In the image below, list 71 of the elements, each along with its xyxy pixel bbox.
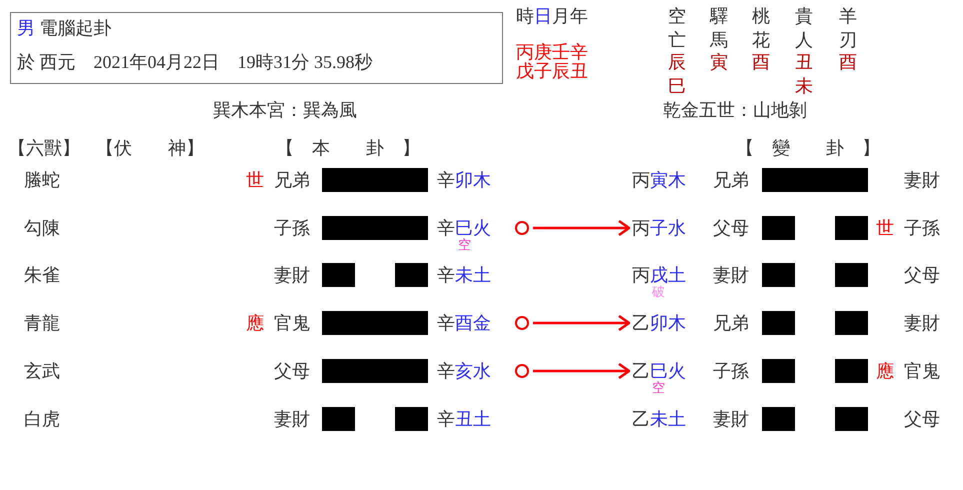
date-time-text: 於 西元 2021年04月22日 19時31分 35.98秒 bbox=[17, 51, 372, 73]
broken-mark: 破 bbox=[652, 285, 665, 299]
column-header: 【六獸】 bbox=[8, 137, 80, 159]
branch-label: 辛未土 bbox=[437, 264, 491, 286]
spirit-value: 辰巳 bbox=[668, 51, 687, 98]
beast-name: 玄武 bbox=[24, 360, 60, 382]
arrow bbox=[533, 362, 630, 380]
arrow bbox=[533, 314, 630, 332]
response-mark: 應 bbox=[246, 312, 264, 334]
spirit-header: 羊刃 bbox=[839, 5, 858, 52]
palace-title: 乾金五世：山地剝 bbox=[663, 99, 807, 121]
spirit-value: 酉 bbox=[839, 51, 858, 74]
spirit-header: 貴人 bbox=[795, 5, 814, 52]
moving-line-circle bbox=[515, 221, 529, 235]
relative-label: 妻財 bbox=[274, 408, 310, 430]
relative-label: 妻財 bbox=[904, 169, 940, 191]
relative-label: 子孫 bbox=[713, 360, 749, 382]
response-mark: 應 bbox=[876, 360, 894, 382]
column-header: 【 本 卦 】 bbox=[276, 137, 420, 159]
relative-label: 妻財 bbox=[904, 312, 940, 334]
spirit-value: 丑未 bbox=[795, 51, 814, 98]
world-mark: 世 bbox=[876, 217, 894, 239]
beast-name: 朱雀 bbox=[24, 264, 60, 286]
relative-label: 父母 bbox=[904, 408, 940, 430]
relative-label: 子孫 bbox=[274, 217, 310, 239]
relative-label: 兄弟 bbox=[713, 312, 749, 334]
branch-label: 丙寅木 bbox=[632, 169, 686, 191]
beast-name: 勾陳 bbox=[24, 217, 60, 239]
branch-label: 辛巳火 bbox=[437, 217, 491, 238]
relative-label: 父母 bbox=[904, 264, 940, 286]
beast-name: 白虎 bbox=[24, 408, 60, 430]
arrow bbox=[533, 220, 630, 236]
spirit-header: 空亡 bbox=[668, 5, 687, 52]
branch-label: 辛卯木 bbox=[437, 169, 491, 191]
moving-line-circle bbox=[515, 316, 529, 330]
branch-row-text: 戊子辰丑 bbox=[516, 60, 588, 82]
spirit-value: 寅 bbox=[710, 51, 729, 74]
branch-label: 辛亥水 bbox=[437, 360, 491, 382]
void-mark: 空 bbox=[458, 238, 471, 252]
spirit-header: 驛馬 bbox=[710, 5, 729, 52]
relative-label: 妻財 bbox=[713, 408, 749, 430]
palace-title: 巽木本宮：巽為風 bbox=[213, 99, 357, 121]
relative-label: 官鬼 bbox=[904, 360, 940, 382]
relative-label: 兄弟 bbox=[713, 169, 749, 191]
branch-label: 辛酉金 bbox=[437, 312, 491, 334]
relative-label: 子孫 bbox=[904, 217, 940, 239]
beast-name: 青龍 bbox=[24, 312, 60, 334]
relative-label: 兄弟 bbox=[274, 169, 310, 191]
relative-label: 父母 bbox=[713, 217, 749, 239]
branch-label: 乙卯木 bbox=[632, 312, 686, 334]
column-header: 【伏 神】 bbox=[96, 137, 204, 159]
relative-label: 妻財 bbox=[274, 264, 310, 286]
relative-label: 官鬼 bbox=[274, 312, 310, 334]
spirit-header: 桃花 bbox=[752, 5, 771, 52]
branch-label: 乙未土 bbox=[632, 408, 686, 430]
stem-row-text: 丙庚壬辛 bbox=[516, 41, 588, 62]
world-mark: 世 bbox=[246, 169, 264, 191]
column-header: 【 變 卦 】 bbox=[736, 137, 880, 159]
spirit-value: 酉 bbox=[752, 51, 771, 74]
branch-label: 乙巳火 bbox=[632, 360, 686, 382]
relative-label: 妻財 bbox=[713, 264, 749, 286]
branch-label: 丙戌土 bbox=[632, 264, 686, 285]
header-box bbox=[10, 12, 503, 84]
relative-label: 父母 bbox=[274, 360, 310, 382]
beast-name: 螣蛇 bbox=[24, 169, 60, 191]
branch-label: 辛丑土 bbox=[437, 408, 491, 430]
moving-line-circle bbox=[515, 364, 529, 378]
gender-method-text: 男 電腦起卦 bbox=[17, 17, 112, 39]
void-mark: 空 bbox=[652, 381, 665, 395]
pillar-header: 時日月年 bbox=[516, 5, 588, 27]
branch-label: 丙子水 bbox=[632, 217, 686, 239]
